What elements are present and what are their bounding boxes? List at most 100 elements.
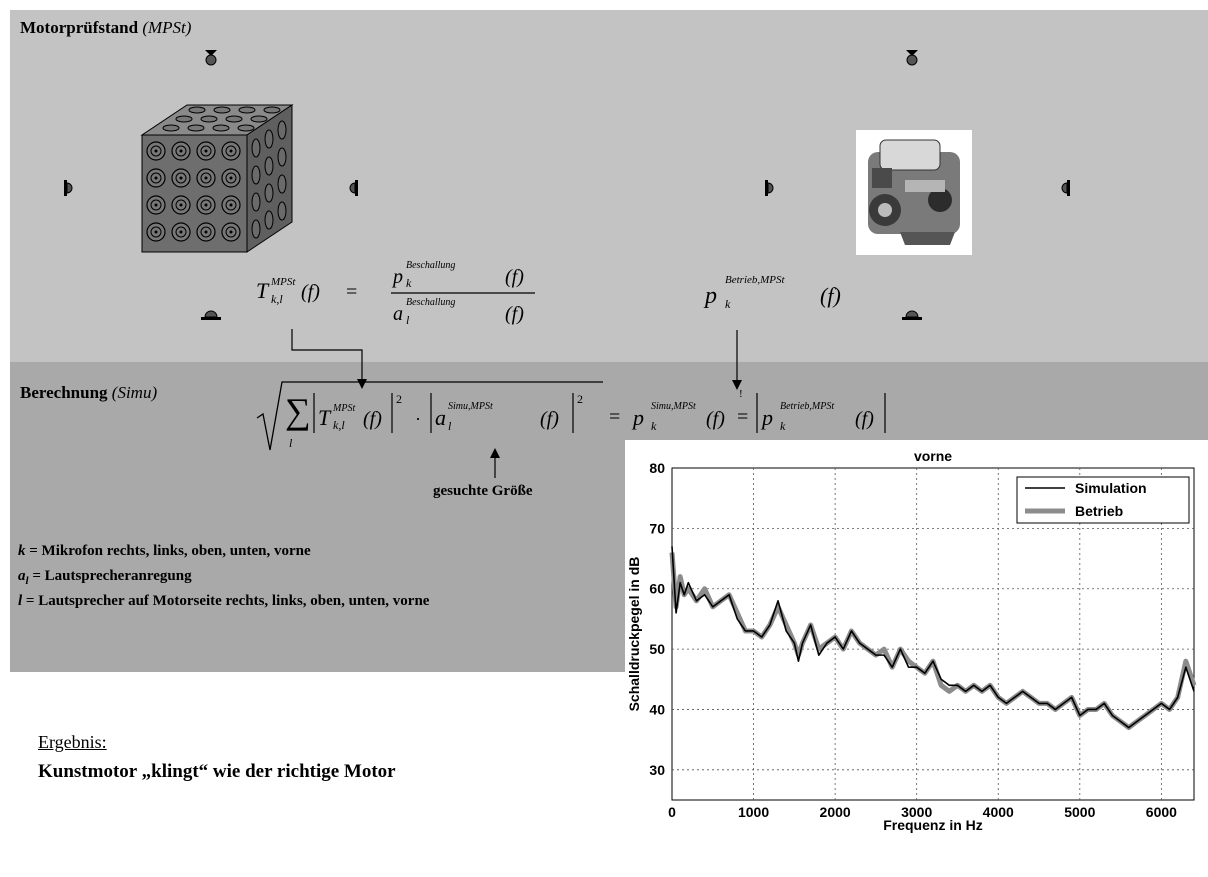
svg-text:Betrieb,MPSt: Betrieb,MPSt bbox=[725, 274, 786, 286]
y-axis-label: Schalldruckpegel in dB bbox=[626, 557, 642, 712]
svg-text:l: l bbox=[406, 313, 410, 327]
speaker-icon bbox=[171, 141, 191, 161]
speaker-icon bbox=[251, 165, 261, 185]
speaker-icon bbox=[264, 210, 274, 230]
svg-text:k,l: k,l bbox=[333, 418, 345, 432]
y-tick-label: 70 bbox=[649, 520, 665, 536]
definition-l: l = Lautsprecher auf Motorseite rechts, … bbox=[18, 593, 430, 609]
svg-text:Simu,MPSt: Simu,MPSt bbox=[651, 401, 696, 412]
svg-text:Simu,MPSt: Simu,MPSt bbox=[448, 401, 493, 412]
speaker-icon bbox=[146, 222, 166, 242]
speaker-icon bbox=[187, 124, 205, 132]
result-text: Kunstmotor „klingt“ wie der richtige Mot… bbox=[38, 761, 396, 782]
speaker-icon bbox=[251, 219, 261, 239]
test-bench-title: Motorprüfstand (MPSt) bbox=[20, 18, 192, 37]
svg-text:2: 2 bbox=[577, 392, 583, 406]
svg-text:Beschallung: Beschallung bbox=[406, 260, 455, 271]
microphone-icon-right-left bbox=[349, 179, 359, 197]
searched-label: gesuchte Größe bbox=[433, 483, 533, 499]
svg-text:(f): (f) bbox=[363, 408, 382, 430]
x-tick-label: 3000 bbox=[901, 804, 932, 820]
speaker-icon bbox=[264, 156, 274, 176]
svg-text:(f): (f) bbox=[855, 408, 874, 430]
speaker-icon bbox=[250, 115, 268, 123]
speaker-icon bbox=[171, 195, 191, 215]
y-tick-label: 60 bbox=[649, 581, 665, 597]
svg-text:MPSt: MPSt bbox=[332, 403, 355, 414]
svg-text:k,l: k,l bbox=[271, 292, 283, 306]
speaker-icon bbox=[175, 115, 193, 123]
microphone-icon-top-left bbox=[204, 49, 218, 66]
speaker-icon bbox=[162, 124, 180, 132]
speaker-icon bbox=[264, 129, 274, 149]
series-line-simulation bbox=[671, 546, 1195, 729]
y-tick-label: 30 bbox=[649, 762, 665, 778]
svg-text:·: · bbox=[415, 409, 421, 429]
svg-text:k: k bbox=[725, 297, 731, 311]
x-tick-label: 0 bbox=[668, 804, 676, 820]
svg-text:(f): (f) bbox=[505, 303, 524, 325]
speaker-icon bbox=[264, 183, 274, 203]
svg-text:(f): (f) bbox=[301, 281, 320, 303]
microphone-icon-right-right bbox=[1061, 179, 1071, 197]
speaker-icon bbox=[171, 168, 191, 188]
speaker-icon bbox=[237, 124, 255, 132]
svg-text:k: k bbox=[780, 419, 786, 433]
loudspeaker-cube-icon bbox=[140, 104, 294, 253]
svg-text:l: l bbox=[448, 419, 452, 433]
transfer-function-formula: T MPSt k,l (f) = p Beschallung k (f) a B… bbox=[256, 260, 535, 327]
y-tick-label: 50 bbox=[649, 641, 665, 657]
svg-text:p: p bbox=[703, 283, 717, 309]
svg-text:k: k bbox=[406, 276, 412, 290]
microphone-icon-top-right bbox=[905, 49, 919, 66]
speaker-icon bbox=[221, 195, 241, 215]
speaker-icon bbox=[146, 168, 166, 188]
speaker-icon bbox=[221, 168, 241, 188]
speaker-icon bbox=[221, 222, 241, 242]
svg-text:MPSt: MPSt bbox=[270, 276, 296, 288]
svg-text:!: ! bbox=[739, 388, 743, 400]
speaker-icon bbox=[196, 168, 216, 188]
definition-k: k = Mikrofon rechts, links, oben, unten,… bbox=[18, 543, 311, 559]
speaker-icon bbox=[277, 174, 287, 194]
y-tick-label: 40 bbox=[649, 701, 665, 717]
svg-text:Betrieb,MPSt: Betrieb,MPSt bbox=[780, 401, 834, 412]
x-axis-label: Frequenz in Hz bbox=[883, 817, 983, 833]
svg-text:T: T bbox=[256, 278, 270, 303]
speaker-icon bbox=[213, 106, 231, 114]
speaker-icon bbox=[196, 195, 216, 215]
svg-text:p: p bbox=[631, 405, 644, 430]
x-tick-label: 1000 bbox=[738, 804, 769, 820]
svg-text:p: p bbox=[391, 266, 403, 288]
calculation-title: Berechnung (Simu) bbox=[20, 383, 158, 402]
microphone-icon-bottom-right bbox=[901, 310, 923, 321]
speaker-icon bbox=[263, 106, 281, 114]
svg-text:∑: ∑ bbox=[285, 391, 311, 431]
engine-photo-icon bbox=[856, 130, 972, 255]
speaker-icon bbox=[212, 124, 230, 132]
svg-text:T: T bbox=[318, 405, 332, 430]
speaker-icon bbox=[251, 138, 261, 158]
speaker-icon bbox=[238, 106, 256, 114]
speaker-icon bbox=[171, 222, 191, 242]
speaker-icon bbox=[188, 106, 206, 114]
speaker-icon bbox=[196, 222, 216, 242]
svg-text:(f): (f) bbox=[706, 408, 725, 430]
speaker-icon bbox=[251, 192, 261, 212]
svg-text:=: = bbox=[346, 281, 357, 303]
svg-text:=: = bbox=[737, 406, 748, 428]
svg-text:Beschallung: Beschallung bbox=[406, 297, 455, 308]
speaker-icon bbox=[200, 115, 218, 123]
svg-text:l: l bbox=[289, 436, 293, 450]
microphone-icon-left-left bbox=[63, 179, 73, 197]
x-tick-label: 2000 bbox=[820, 804, 851, 820]
svg-text:a: a bbox=[393, 303, 403, 325]
speaker-icon bbox=[146, 141, 166, 161]
microphone-icon-left-right bbox=[764, 179, 774, 197]
speaker-icon bbox=[277, 201, 287, 221]
speaker-icon bbox=[277, 120, 287, 140]
